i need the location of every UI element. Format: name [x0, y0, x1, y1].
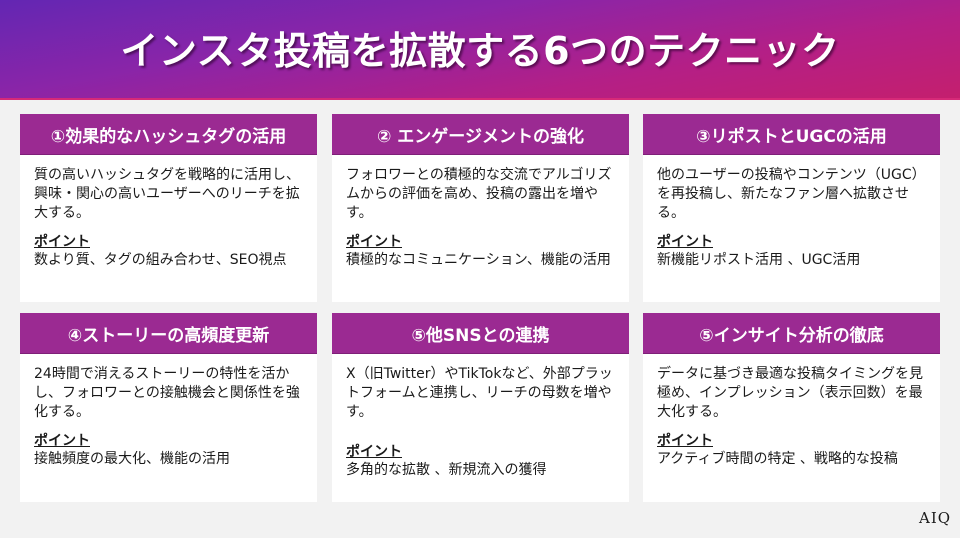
- card-description: 24時間で消えるストーリーの特性を活かし、フォロワーとの接触機会と関係性を強化す…: [34, 366, 300, 420]
- point-text: 積極的なコミュニケーション、機能の活用: [346, 252, 611, 268]
- card-body: X（旧Twitter）やTikTokなど、外部プラットフォームと連携し、リーチの…: [332, 354, 629, 488]
- point-label: ポイント: [346, 234, 402, 250]
- card-body: データに基づき最適な投稿タイミングを見極め、インプレッション（表示回数）を最大化…: [643, 354, 940, 477]
- point-text: 新機能リポスト活用 、UGC活用: [657, 252, 861, 268]
- card-body: フォロワーとの積極的な交流でアルゴリズムからの評価を高め、投稿の露出を増やす。 …: [332, 155, 629, 278]
- brand-logo: AIQ: [919, 509, 952, 527]
- card-heading: ①効果的なハッシュタグの活用: [20, 114, 317, 155]
- card-heading: ⑤他SNSとの連携: [332, 313, 629, 354]
- point-label: ポイント: [657, 433, 713, 449]
- technique-card-engagement: ② エンゲージメントの強化 フォロワーとの積極的な交流でアルゴリズムからの評価を…: [332, 114, 629, 302]
- point-text: 数より質、タグの組み合わせ、SEO視点: [34, 252, 287, 268]
- card-heading: ③リポストとUGCの活用: [643, 114, 940, 155]
- technique-card-hashtag: ①効果的なハッシュタグの活用 質の高いハッシュタグを戦略的に活用し、興味・関心の…: [20, 114, 317, 302]
- card-body: 他のユーザーの投稿やコンテンツ（UGC）を再投稿し、新たなファン層へ拡散させる。…: [643, 155, 940, 278]
- card-description: フォロワーとの積極的な交流でアルゴリズムからの評価を高め、投稿の露出を増やす。: [346, 167, 612, 221]
- point-label: ポイント: [34, 234, 90, 250]
- technique-card-other-sns: ⑤他SNSとの連携 X（旧Twitter）やTikTokなど、外部プラットフォー…: [332, 313, 629, 502]
- technique-card-insights: ⑤インサイト分析の徹底 データに基づき最適な投稿タイミングを見極め、インプレッシ…: [643, 313, 940, 502]
- point-label: ポイント: [346, 444, 402, 460]
- card-heading: ⑤インサイト分析の徹底: [643, 313, 940, 354]
- card-heading: ② エンゲージメントの強化: [332, 114, 629, 155]
- card-heading: ④ストーリーの高頻度更新: [20, 313, 317, 354]
- page-title: インスタ投稿を拡散する6つのテクニック: [120, 28, 840, 73]
- card-body: 質の高いハッシュタグを戦略的に活用し、興味・関心の高いユーザーへのリーチを拡大す…: [20, 155, 317, 278]
- card-body: 24時間で消えるストーリーの特性を活かし、フォロワーとの接触機会と関係性を強化す…: [20, 354, 317, 477]
- point-label: ポイント: [34, 433, 90, 449]
- point-text: 接触頻度の最大化、機能の活用: [34, 451, 230, 467]
- technique-card-repost-ugc: ③リポストとUGCの活用 他のユーザーの投稿やコンテンツ（UGC）を再投稿し、新…: [643, 114, 940, 302]
- title-banner: インスタ投稿を拡散する6つのテクニック: [0, 0, 960, 100]
- point-text: 多角的な拡散 、新規流入の獲得: [346, 462, 547, 478]
- point-text: アクティブ時間の特定 、戦略的な投稿: [657, 451, 898, 467]
- technique-card-stories: ④ストーリーの高頻度更新 24時間で消えるストーリーの特性を活かし、フォロワーと…: [20, 313, 317, 502]
- card-description: 質の高いハッシュタグを戦略的に活用し、興味・関心の高いユーザーへのリーチを拡大す…: [34, 167, 300, 221]
- card-description: データに基づき最適な投稿タイミングを見極め、インプレッション（表示回数）を最大化…: [657, 366, 923, 420]
- point-label: ポイント: [657, 234, 713, 250]
- card-description: 他のユーザーの投稿やコンテンツ（UGC）を再投稿し、新たなファン層へ拡散させる。: [657, 167, 926, 221]
- card-description: X（旧Twitter）やTikTokなど、外部プラットフォームと連携し、リーチの…: [346, 366, 613, 420]
